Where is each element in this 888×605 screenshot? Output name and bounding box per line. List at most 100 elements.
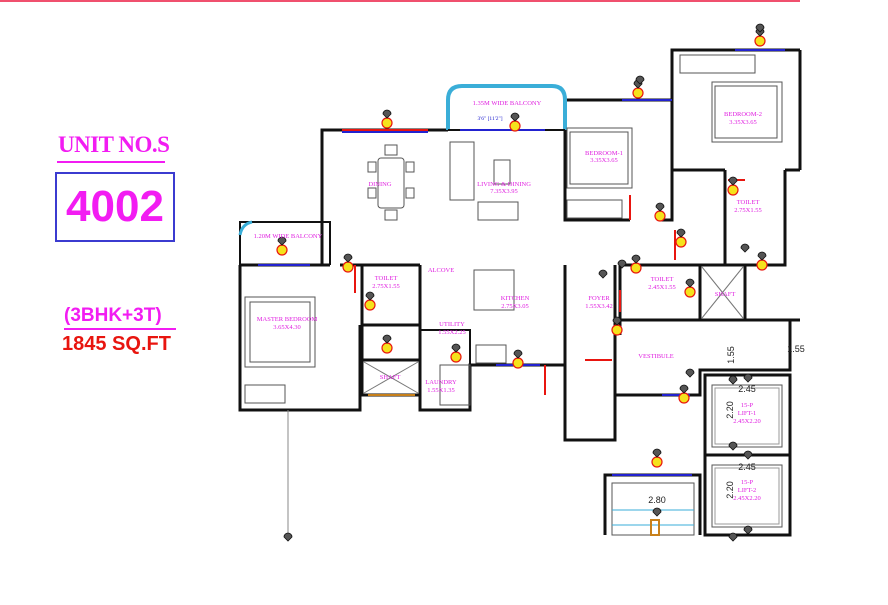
label-kitchen-size: 2.75X3.05 — [501, 303, 528, 310]
label-bedroom1: BEDROOM-1 — [585, 150, 623, 157]
marker-dot — [651, 456, 663, 468]
label-lift1-cap: 15-P — [741, 402, 754, 409]
label-lift2: LIFT-2 — [738, 487, 757, 494]
label-toilet-m: TOILET — [375, 275, 398, 282]
label-alcove: ALCOVE — [428, 267, 454, 274]
marker-dot — [727, 184, 739, 196]
dim-lift2-height: 2.20 — [725, 481, 735, 499]
label-master: MASTER BEDROOM — [257, 316, 318, 323]
label-vestibule: VESTIBULE — [638, 353, 673, 360]
label-utility-size: 1.55X2.25 — [438, 329, 465, 336]
pin-icon — [343, 253, 353, 263]
pin-icon — [728, 441, 738, 451]
label-bedroom1-size: 3.35X3.65 — [590, 157, 617, 164]
pin-icon — [365, 291, 375, 301]
pin-icon — [277, 236, 287, 246]
pin-icon — [598, 269, 608, 279]
marker-dot — [630, 262, 642, 274]
unit-heading: UNIT NO.S — [58, 132, 170, 157]
pin-icon — [451, 343, 461, 353]
pin-icon — [652, 448, 662, 458]
label-lift1: LIFT-1 — [738, 410, 757, 417]
pin-icon — [743, 450, 753, 460]
label-foyer: FOYER — [588, 295, 610, 302]
pin-icon — [743, 373, 753, 383]
label-living-size: 7.35X3.95 — [490, 188, 517, 195]
marker-dot — [342, 261, 354, 273]
label-lift1-size: 2.45X2.20 — [733, 418, 760, 425]
marker-dot — [611, 324, 623, 336]
marker-dot — [450, 351, 462, 363]
unit-number-box: 4002 — [55, 172, 175, 242]
label-balcony-135: 1.35M WIDE BALCONY — [473, 100, 542, 107]
marker-dot — [364, 299, 376, 311]
label-toilet-m-size: 2.75X1.55 — [372, 283, 399, 290]
marker-dot — [678, 392, 690, 404]
label-laundry: LAUNDRY — [425, 379, 457, 386]
pin-icon — [617, 259, 627, 269]
label-bedroom2-size: 3.35X3.65 — [729, 119, 756, 126]
label-toilet-f-size: 2.45X1.55 — [648, 284, 675, 291]
configuration-underline — [64, 328, 176, 330]
dim-lift1-height: 2.20 — [725, 401, 735, 419]
heading-underline — [57, 161, 165, 163]
label-bedroom2: BEDROOM-2 — [724, 111, 762, 118]
label-laundry-size: 1.55X1.35 — [427, 387, 454, 394]
label-utility: UTILITY — [439, 321, 465, 328]
label-shaft-2: SHAFT — [715, 291, 736, 298]
unit-number: 4002 — [66, 182, 164, 231]
label-balcony-120: 1.20M WIDE BALCONY — [254, 233, 323, 240]
dimension-labels: 1.55 1.55 2.45 2.20 2.45 2.20 2.80 — [648, 344, 805, 505]
marker-dot — [754, 35, 766, 47]
marker-dot — [381, 342, 393, 354]
label-lift2-cap: 15-P — [741, 479, 754, 486]
label-toilet-b2: TOILET — [737, 199, 760, 206]
label-shaft-1: SHAFT — [380, 374, 401, 381]
pin-icon — [631, 254, 641, 264]
marker-dot — [381, 117, 393, 129]
label-lift2-size: 2.45X2.20 — [733, 495, 760, 502]
unit-area: 1845 SQ.FT — [62, 333, 171, 355]
inner-outlines — [244, 54, 783, 536]
marker-dot — [512, 357, 524, 369]
markers — [276, 23, 768, 542]
dim-vestibule-height: 1.55 — [726, 346, 736, 364]
pin-icon — [513, 349, 523, 359]
marker-dot — [632, 87, 644, 99]
dim-vestibule-height-2: 1.55 — [787, 344, 805, 354]
pin-icon — [755, 23, 765, 33]
pin-icon — [635, 75, 645, 85]
pin-icon — [676, 228, 686, 238]
pin-icon — [612, 316, 622, 326]
unit-configuration: (3BHK+3T) — [64, 305, 162, 326]
pin-icon — [685, 278, 695, 288]
marker-dot — [654, 210, 666, 222]
label-living: LIVING & DINING — [477, 181, 531, 188]
pin-icon — [757, 251, 767, 261]
dim-lift1-width: 2.45 — [738, 384, 756, 394]
pin-icon — [728, 532, 738, 542]
label-kitchen: KITCHEN — [501, 295, 530, 302]
pin-icon — [679, 384, 689, 394]
page-top-border — [0, 0, 800, 2]
label-dining: DINING — [368, 181, 391, 188]
dim-stair-width: 2.80 — [648, 495, 666, 505]
pin-icon — [510, 112, 520, 122]
dim-balcony: 3'6" [11'2"] — [477, 116, 502, 122]
room-labels: 1.35M WIDE BALCONY DINING LIVING & DININ… — [254, 100, 762, 502]
label-toilet-f: TOILET — [651, 276, 674, 283]
label-foyer-size: 1.55X3.42 — [585, 303, 612, 310]
marker-dot — [276, 244, 288, 256]
marker-dot — [684, 286, 696, 298]
marker-dot — [509, 120, 521, 132]
pin-icon — [728, 176, 738, 186]
pin-icon — [728, 375, 738, 385]
pin-icon — [655, 202, 665, 212]
label-toilet-b2-size: 2.75X1.55 — [734, 207, 761, 214]
shaft-crosses — [363, 266, 744, 394]
pin-icon — [685, 368, 695, 378]
pin-icon — [382, 334, 392, 344]
marker-dot — [756, 259, 768, 271]
marker-dot — [675, 236, 687, 248]
